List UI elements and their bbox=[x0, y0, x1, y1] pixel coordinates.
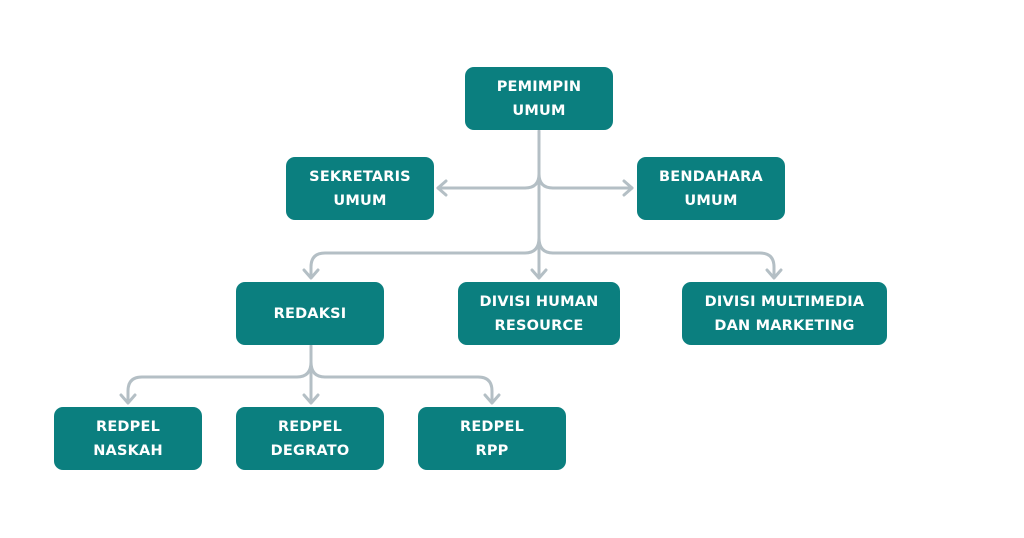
node-label-line: DIVISI MULTIMEDIA bbox=[704, 293, 865, 310]
node-label-line: BENDAHARA bbox=[659, 168, 763, 185]
node-label-line: REDPEL bbox=[459, 418, 525, 435]
node-redpel-naskah: REDPEL NASKAH bbox=[54, 407, 202, 470]
connector-pemimpin-bendahara bbox=[537, 172, 634, 190]
node-label-line: SEKRETARIS bbox=[309, 168, 411, 185]
node-pemimpin-umum: PEMIMPIN UMUM bbox=[465, 67, 613, 130]
connector-redaksi-rpp bbox=[309, 360, 494, 404]
node-divisi-multimedia-marketing: DIVISI MULTIMEDIA DAN MARKETING bbox=[682, 282, 887, 345]
arrowhead-sekretaris bbox=[436, 179, 448, 197]
arrowhead-bendahara bbox=[622, 179, 634, 197]
arrowhead-hr bbox=[530, 268, 548, 280]
connector-pemimpin-multimedia bbox=[537, 236, 776, 279]
arrowhead-multimedia bbox=[765, 268, 783, 280]
node-label-line: NASKAH bbox=[93, 442, 163, 459]
node-redpel-rpp: REDPEL RPP bbox=[418, 407, 566, 470]
node-label-line: RESOURCE bbox=[494, 317, 584, 334]
node-label-line: REDPEL bbox=[277, 418, 343, 435]
node-label-line: DAN MARKETING bbox=[714, 317, 855, 334]
arrowhead-naskah bbox=[119, 393, 137, 405]
arrowhead-degrato bbox=[302, 393, 320, 405]
node-label-line: RPP bbox=[475, 442, 509, 459]
node-redaksi: REDAKSI bbox=[236, 282, 384, 345]
connector-pemimpin-sekretaris bbox=[436, 172, 541, 190]
connector-pemimpin-redaksi bbox=[309, 236, 541, 279]
node-label-line: PEMIMPIN bbox=[496, 78, 582, 95]
arrowhead-redaksi bbox=[302, 268, 320, 280]
node-label-line: DEGRATO bbox=[270, 442, 350, 459]
node-label-line: REDAKSI bbox=[273, 305, 347, 322]
node-label-line: REDPEL bbox=[95, 418, 161, 435]
node-label-line: DIVISI HUMAN bbox=[479, 293, 599, 310]
node-label-line: UMUM bbox=[684, 192, 738, 209]
node-label-line: UMUM bbox=[333, 192, 387, 209]
node-bendahara-umum: BENDAHARA UMUM bbox=[637, 157, 785, 220]
node-redpel-degrato: REDPEL DEGRATO bbox=[236, 407, 384, 470]
node-divisi-human-resource: DIVISI HUMAN RESOURCE bbox=[458, 282, 620, 345]
arrowhead-rpp bbox=[483, 393, 501, 405]
connector-redaksi-naskah bbox=[126, 360, 313, 404]
node-sekretaris-umum: SEKRETARIS UMUM bbox=[286, 157, 434, 220]
node-label-line: UMUM bbox=[512, 102, 566, 119]
